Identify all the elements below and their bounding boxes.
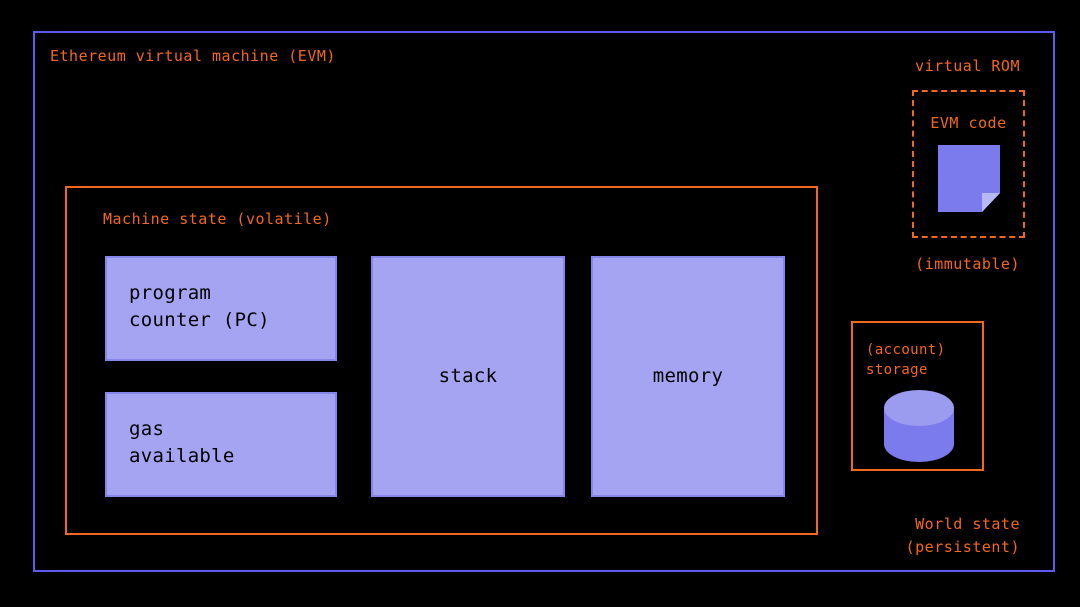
evm-code-dashed-frame bbox=[912, 90, 1025, 238]
immutable-footnote-label: (immutable) bbox=[915, 255, 1020, 273]
gas-available-box: gas available bbox=[105, 392, 337, 497]
virtual-rom-heading: virtual ROM bbox=[915, 57, 1020, 75]
evm-outer-frame bbox=[33, 31, 1055, 572]
program-counter-box: program counter (PC) bbox=[105, 256, 337, 361]
database-cylinder-icon bbox=[884, 390, 954, 462]
evm-title-label: Ethereum virtual machine (EVM) bbox=[50, 47, 336, 65]
account-storage-title-label: (account) storage bbox=[866, 342, 946, 379]
stack-box: stack bbox=[371, 256, 565, 497]
account-storage-frame bbox=[851, 321, 984, 471]
machine-state-title-label: Machine state (volatile) bbox=[103, 210, 332, 228]
evm-code-title-label: EVM code bbox=[930, 114, 1007, 132]
machine-state-frame bbox=[65, 186, 818, 535]
memory-box: memory bbox=[591, 256, 785, 497]
document-icon bbox=[938, 145, 1000, 212]
world-state-footnote-label: World state (persistent) bbox=[905, 515, 1020, 556]
